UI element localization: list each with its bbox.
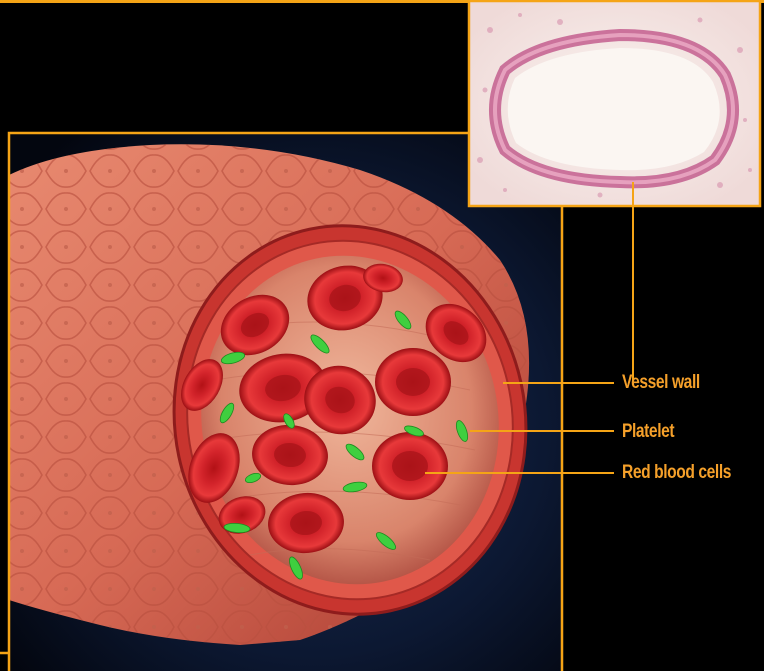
micrograph-lumen <box>508 48 720 170</box>
vessel-illustration-panel <box>0 133 562 671</box>
red-blood-cells-label: Red blood cells <box>622 462 731 484</box>
micrograph-inset <box>469 1 760 206</box>
platelet-label: Platelet <box>622 421 674 443</box>
vessel-wall-label: Vessel wall <box>622 372 700 394</box>
